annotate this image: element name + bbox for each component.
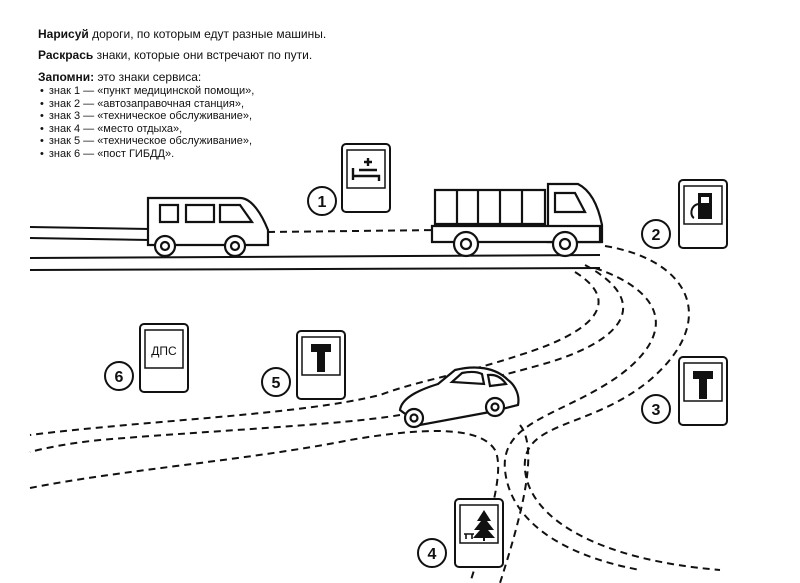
instruction-color-bold: Раскрась [38, 48, 94, 62]
instruction-draw-bold: Нарисуй [38, 27, 89, 41]
instruction-color-text: знаки, которые они встречают по пути. [93, 48, 313, 62]
truck [430, 182, 604, 258]
sign-6-number-badge: 6 [104, 361, 134, 391]
sign-3 [678, 356, 728, 426]
sign-3-number: 3 [652, 402, 661, 419]
medical-bed-icon [351, 158, 381, 181]
wrench-icon [311, 344, 331, 372]
sign-4-number: 4 [428, 546, 437, 563]
sign-2 [678, 179, 728, 249]
sign-legend-list: знак 1 — «пункт медицинской помощи», зна… [40, 85, 254, 161]
instruction-remember-text: это знаки сервиса: [94, 70, 202, 84]
tree-bench-icon [464, 510, 495, 541]
sign-5 [296, 330, 346, 400]
van [146, 196, 270, 258]
legend-item-6: знак 6 — «пост ГИБДД». [40, 148, 254, 161]
sign-5-number: 5 [272, 375, 281, 392]
sign-4-number-badge: 4 [417, 538, 447, 568]
car [398, 366, 520, 429]
sign-6-text: ДПС [151, 344, 177, 358]
sign-6: ДПС [139, 323, 189, 393]
legend-item-3: знак 3 — «техническое обслуживание», [40, 110, 254, 123]
sign-1-number: 1 [318, 194, 327, 211]
fuel-pump-icon [690, 193, 712, 219]
instruction-draw-roads: Нарисуй дороги, по которым едут разные м… [38, 28, 326, 41]
legend-item-2: знак 2 — «автозаправочная станция», [40, 98, 254, 111]
wrench-icon [693, 371, 713, 399]
legend-item-5: знак 5 — «техническое обслуживание», [40, 135, 254, 148]
sign-4 [454, 498, 504, 568]
sign-2-number: 2 [652, 227, 661, 244]
sign-1 [341, 143, 391, 213]
sign-5-number-badge: 5 [261, 367, 291, 397]
sign-3-number-badge: 3 [641, 394, 671, 424]
sign-1-number-badge: 1 [307, 186, 337, 216]
legend-item-1: знак 1 — «пункт медицинской помощи», [40, 85, 254, 98]
instruction-remember: Запомни: это знаки сервиса: [38, 71, 201, 84]
sign-2-number-badge: 2 [641, 219, 671, 249]
roads [29, 226, 721, 583]
instruction-remember-bold: Запомни: [38, 70, 95, 84]
sign-6-number: 6 [115, 369, 124, 386]
instruction-color-signs: Раскрась знаки, которые они встречают по… [38, 49, 312, 62]
legend-item-4: знак 4 — «место отдыха», [40, 123, 254, 136]
instruction-draw-text: дороги, по которым едут разные машины. [88, 27, 327, 41]
